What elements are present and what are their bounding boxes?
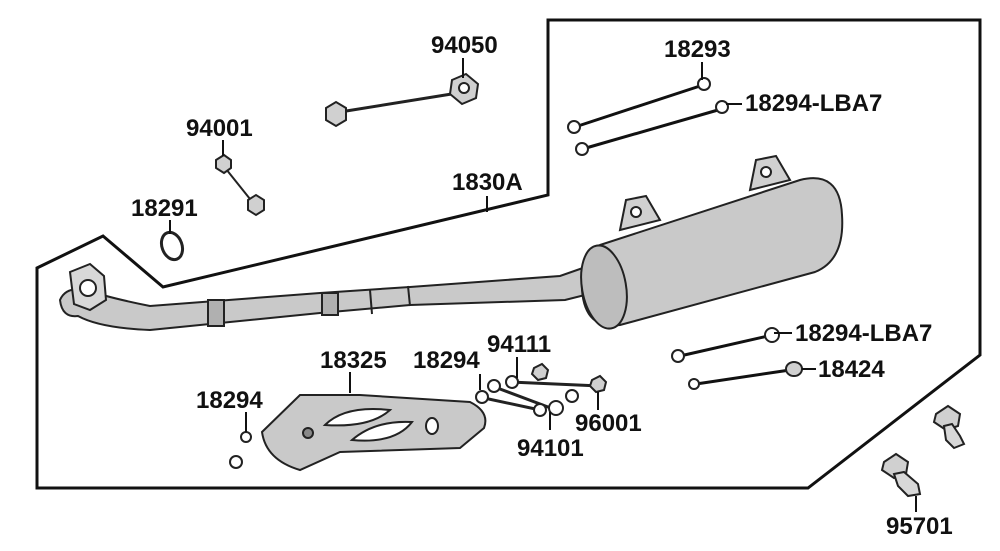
heat-shield[interactable] — [260, 394, 487, 472]
label-94050: 94050 — [431, 32, 498, 59]
gasket-ring-icon[interactable] — [158, 229, 186, 262]
long-bolts-mid[interactable] — [671, 327, 803, 390]
heat-shield-vent — [349, 420, 414, 442]
nut-icon — [325, 100, 347, 128]
long-bolt — [577, 84, 701, 128]
label-1830A: 1830A — [452, 169, 523, 196]
nut-icon — [215, 153, 232, 175]
washer-icon — [548, 400, 564, 416]
pipe-joint-line — [407, 285, 411, 307]
assembly-boundary-outline — [35, 18, 982, 490]
pipe-clamp — [207, 299, 225, 327]
bracket-hole — [760, 166, 772, 178]
label-94111: 94111 — [487, 331, 551, 358]
heat-shield-hole — [425, 417, 439, 435]
long-bolt — [679, 334, 769, 358]
label-18424: 18424 — [818, 356, 885, 383]
washer-icon — [715, 100, 729, 114]
washer-icon — [487, 379, 501, 393]
label-18294-LBA7-mid: 18294-LBA7 — [795, 320, 932, 347]
bolt-thread — [892, 470, 922, 498]
bolt-94001[interactable] — [215, 153, 265, 217]
label-18293: 18293 — [664, 36, 731, 63]
hex-head-icon — [932, 404, 962, 432]
long-bolt — [695, 368, 791, 386]
muffler-end-cap — [580, 244, 628, 330]
nut-icon — [247, 193, 265, 217]
bracket-hole — [630, 206, 642, 218]
leader-lines — [169, 58, 917, 512]
washer-icon — [697, 77, 711, 91]
label-18291: 18291 — [131, 195, 198, 222]
bolt-thread — [942, 422, 966, 450]
washer-icon — [575, 142, 589, 156]
nut-icon — [530, 362, 550, 382]
label-18325: 18325 — [320, 347, 387, 374]
bolt-shaft — [509, 380, 601, 388]
label-94001: 94001 — [186, 115, 253, 142]
bolt-shaft — [339, 90, 465, 114]
heat-shield-hole — [302, 427, 314, 439]
washer-icon — [764, 327, 780, 343]
label-18294-left: 18294 — [196, 387, 263, 414]
washer-icon — [475, 390, 489, 404]
hardware-cluster[interactable] — [475, 362, 608, 417]
bolt-94050[interactable] — [325, 72, 480, 128]
flange-bolts-95701[interactable] — [880, 404, 966, 498]
flange-port — [79, 279, 97, 297]
long-bolts-top[interactable] — [567, 77, 729, 156]
spring-nut-icon — [785, 361, 803, 377]
label-18294-mid: 18294 — [413, 347, 480, 374]
washer-icon — [567, 120, 581, 134]
muffler[interactable] — [575, 154, 844, 332]
washer-icon — [505, 375, 519, 389]
pipe-joint-line — [369, 289, 373, 315]
pipe-clamp — [321, 292, 339, 316]
label-94101: 94101 — [517, 435, 584, 462]
washer-icon — [565, 389, 579, 403]
washer-icon[interactable] — [229, 455, 243, 469]
bolt-shaft — [483, 396, 541, 412]
long-bolt — [585, 108, 719, 150]
nut-icon — [588, 374, 608, 394]
label-18294-LBA7-top: 18294-LBA7 — [745, 90, 882, 117]
label-95701: 95701 — [886, 513, 953, 540]
washer-icon — [688, 378, 700, 390]
washer-icon[interactable] — [240, 431, 252, 443]
heat-shield-vent — [322, 408, 393, 427]
washer-icon — [533, 403, 547, 417]
washer-icon — [671, 349, 685, 363]
label-96001: 96001 — [575, 410, 642, 437]
exhaust-pipe-1830A[interactable] — [58, 260, 607, 332]
